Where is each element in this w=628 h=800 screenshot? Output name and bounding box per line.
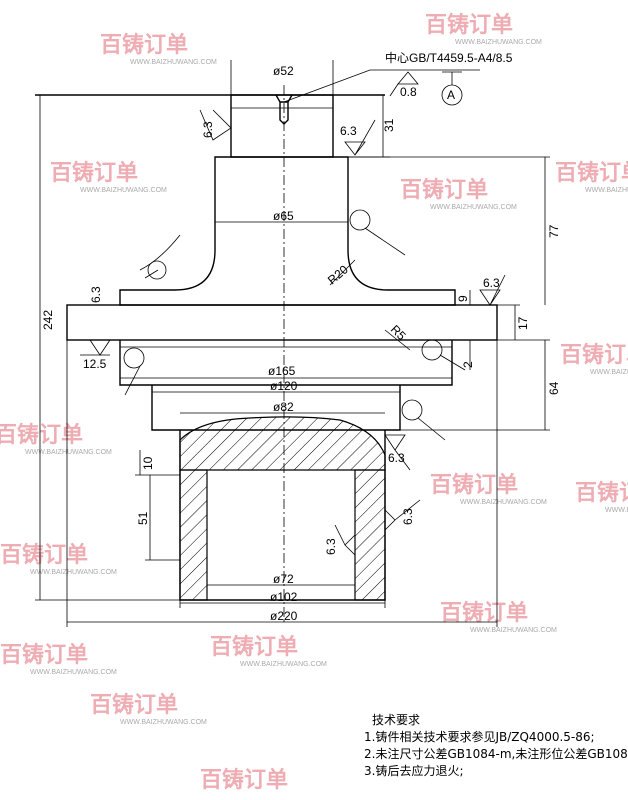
svg-text:百铸订单: 百铸订单: [555, 160, 628, 186]
technical-requirements: 技术要求 1.铸件相关技术要求参见JB/ZQ4000.5-86; 2.未注尺寸公…: [364, 712, 628, 780]
svg-text:242: 242: [41, 310, 55, 330]
svg-text:6.3: 6.3: [401, 508, 415, 525]
svg-text:WWW.BAIZHUWANG.COM: WWW.BAIZHUWANG.COM: [455, 39, 542, 46]
svg-text:ø65: ø65: [273, 209, 294, 223]
svg-text:百铸订单: 百铸订单: [400, 177, 488, 203]
svg-text:ø165: ø165: [268, 364, 296, 378]
labels: 中心GB/T4459.5-A4/8.5 0.8 A ø52 6.3 6.3 31…: [41, 50, 561, 623]
svg-text:12.5: 12.5: [83, 357, 107, 371]
svg-text:A: A: [447, 88, 455, 102]
svg-text:ø82: ø82: [273, 400, 294, 414]
svg-text:31: 31: [382, 118, 396, 132]
roughness-symbols: [80, 109, 506, 556]
svg-text:WWW.BAIZHUWANG.COM: WWW.BAIZHUWANG.COM: [470, 627, 557, 634]
svg-text:百铸订单: 百铸订单: [210, 634, 298, 660]
svg-text:百铸订单: 百铸订单: [100, 32, 188, 58]
svg-text:WWW.BAIZHUWANG.COM: WWW.BAIZHUWANG.COM: [460, 499, 547, 506]
center-hole-note: 中心GB/T4459.5-A4/8.5: [385, 50, 513, 65]
svg-text:ø102: ø102: [270, 590, 298, 604]
tech-requirement-item: 3.铸后去应力退火;: [364, 764, 464, 778]
svg-text:WWW.BAIZHUWANG.COM: WWW.BAIZHUWANG.COM: [130, 59, 217, 66]
svg-text:6.3: 6.3: [340, 124, 357, 138]
svg-text:6.3: 6.3: [388, 451, 405, 465]
svg-text:WWW.BAIZHUWANG.COM: WWW.BAIZHUWANG.COM: [240, 661, 327, 668]
svg-text:64: 64: [547, 381, 561, 395]
tech-requirement-item: 1.铸件相关技术要求参见JB/ZQ4000.5-86;: [364, 730, 595, 744]
svg-text:WWW.BAIZHUWANG.COM: WWW.BAIZHUWANG.COM: [585, 187, 628, 194]
svg-text:6.3: 6.3: [483, 276, 500, 290]
svg-text:R20: R20: [325, 262, 351, 287]
svg-text:6.3: 6.3: [89, 286, 103, 303]
svg-text:ø52: ø52: [273, 64, 294, 78]
svg-text:10: 10: [141, 456, 155, 470]
svg-text:WWW.BAIZHUWANG.COM: WWW.BAIZHUWANG.COM: [30, 569, 117, 576]
svg-text:百铸订单: 百铸订单: [0, 422, 83, 448]
svg-text:百铸订单: 百铸订单: [0, 542, 88, 568]
svg-text:51: 51: [136, 511, 150, 525]
svg-text:ø120: ø120: [270, 379, 298, 393]
tech-requirements-title: 技术要求: [372, 713, 421, 727]
svg-text:百铸订单: 百铸订单: [575, 480, 628, 506]
svg-text:百铸订单: 百铸订单: [425, 12, 513, 38]
svg-text:9: 9: [456, 295, 470, 302]
svg-text:WWW.BAIZHUWANG.COM: WWW.BAIZHUWANG.COM: [80, 187, 167, 194]
svg-text:WWW.BAIZHUWANG.COM: WWW.BAIZHUWANG.COM: [25, 449, 112, 456]
dimension-lines: [35, 60, 550, 627]
svg-text:百铸订单: 百铸订单: [50, 160, 138, 186]
svg-text:百铸订单: 百铸订单: [90, 692, 178, 718]
svg-text:ø72: ø72: [273, 572, 294, 586]
svg-text:百铸订单: 百铸订单: [200, 767, 288, 793]
svg-text:百铸订单: 百铸订单: [430, 472, 518, 498]
svg-text:6.3: 6.3: [201, 121, 215, 138]
svg-text:77: 77: [547, 224, 561, 238]
tech-requirement-item: 2.未注尺寸公差GB1084-m,未注形位公差GB1084 B;: [364, 747, 628, 761]
svg-text:WWW.BAIZHUWANG.COM: WWW.BAIZHUWANG.COM: [120, 719, 207, 726]
svg-text:百铸订单: 百铸订单: [560, 342, 628, 368]
svg-text:百铸订单: 百铸订单: [0, 642, 88, 668]
part-outline: [35, 85, 498, 625]
datum-a: [389, 71, 463, 106]
svg-text:WWW.BAIZHUWANG.COM: WWW.BAIZHUWANG.COM: [30, 669, 117, 676]
svg-text:6.3: 6.3: [324, 538, 338, 555]
svg-text:17: 17: [516, 316, 530, 330]
svg-text:WWW.BAIZHUWANG.COM: WWW.BAIZHUWANG.COM: [605, 507, 628, 514]
svg-text:WWW.BAIZHUWANG.COM: WWW.BAIZHUWANG.COM: [430, 204, 517, 211]
svg-text:2: 2: [461, 361, 475, 368]
svg-text:0.8: 0.8: [400, 85, 417, 99]
svg-text:WWW.BAIZHUWANG.COM: WWW.BAIZHUWANG.COM: [590, 369, 628, 376]
svg-text:ø220: ø220: [270, 609, 298, 623]
